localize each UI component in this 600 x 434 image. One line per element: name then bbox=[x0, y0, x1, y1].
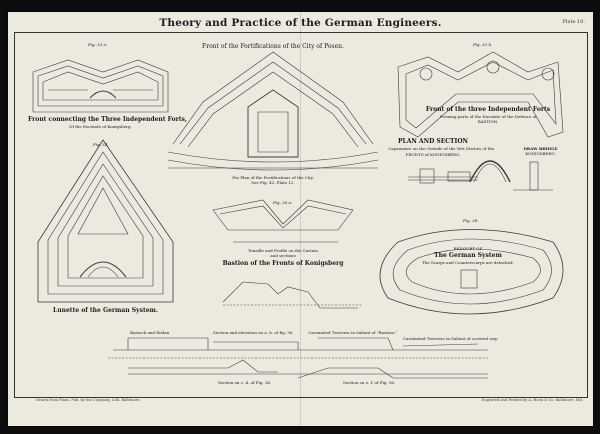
posen-caption: For Plan of the Fortifications of the Ci… bbox=[232, 175, 314, 180]
plate-title: Theory and Practice of the German Engine… bbox=[159, 17, 442, 29]
fig-33a-caption: Front connecting the Three Independent F… bbox=[28, 116, 187, 123]
bottom-section-2: Section on e. f. of Fig. 36. bbox=[343, 380, 396, 385]
fig-36a-caption: Bastion of the Fronts of Konigsberg bbox=[222, 260, 344, 267]
plate-frame bbox=[14, 32, 588, 398]
fig-33a-sub: Of the Enceinte of Konigsberg. bbox=[69, 124, 132, 129]
plate-number: Plate 10. bbox=[562, 19, 585, 25]
posen-front-drawing bbox=[167, 51, 379, 171]
fig-38-label: Fig. 38. bbox=[463, 218, 479, 223]
plan-section-sub2: FRONTS of KONIGSBERG. bbox=[405, 152, 461, 157]
section-label-1: Barrack and Redan. bbox=[130, 330, 171, 335]
fortification-drawings bbox=[32, 51, 564, 379]
fig-38-caption2: The German System bbox=[434, 252, 502, 259]
section-drawings bbox=[108, 337, 488, 379]
map-sheet: Theory and Practice of the German Engine… bbox=[8, 12, 593, 426]
caponniere-drawing bbox=[408, 160, 553, 191]
fig-33a-front-drawing bbox=[32, 59, 169, 113]
fig-34-caption: Lunette of the German System. bbox=[53, 307, 158, 314]
fig-34-label: Fig. 34. bbox=[93, 142, 109, 147]
fig-38-redoubt-drawing bbox=[379, 229, 564, 315]
fig-38-caption: REDOUBT OF bbox=[453, 246, 483, 251]
bottom-section-1: Section on c. d. of Fig. 36. bbox=[218, 380, 272, 385]
posen-title: Front of the Fortifications of the City … bbox=[202, 43, 344, 50]
section-label-3: Casemated Traverse in Salient of "Bastio… bbox=[308, 330, 398, 335]
plan-section-sub: Caponniere on the Outside of the Wet Dit… bbox=[388, 146, 495, 151]
fig-33b-caption: Front of the three Independent Forts bbox=[425, 106, 551, 113]
fig-33b-forts-drawing bbox=[397, 51, 564, 138]
plan-section-title: PLAN AND SECTION bbox=[397, 138, 469, 145]
fold-line bbox=[300, 12, 301, 426]
fig-33b-sub2: BASTION. bbox=[477, 119, 499, 124]
fig-34-lunette-drawing bbox=[37, 139, 174, 303]
fig-36a-label: Fig. 36 a. bbox=[273, 200, 293, 205]
section-label-4: Casemated Traverse in Salient of covered… bbox=[403, 336, 499, 341]
fig-38-sub: The Scarps and Counterscarps are detache… bbox=[422, 260, 514, 265]
draw-bridge-sub: KONIGSBERG. bbox=[525, 151, 556, 156]
fig-36a-bastion-drawing bbox=[212, 199, 363, 309]
fig-36a-pre: Tenaille and Profile on the Curtain bbox=[247, 248, 319, 253]
fig-33a-label: Fig. 33 a. bbox=[88, 42, 108, 47]
footer-right: Engraved and Printed by A. Hoen & Co. Ba… bbox=[481, 398, 583, 402]
draw-bridge-title: DRAW BRIDGE bbox=[523, 146, 558, 151]
posen-sub: See Fig. 42. Plate 12. bbox=[251, 180, 295, 185]
footer-left: Drawn from Plans. Pub. by the Company, L… bbox=[36, 398, 141, 402]
fig-36a-pre2: and sections bbox=[270, 253, 296, 258]
fig-33b-label: Fig. 33 b. bbox=[473, 42, 493, 47]
fig-33b-sub: Forming parts of the Enceinte of the Def… bbox=[439, 114, 537, 119]
section-label-2: Section and elevation on a. b. of fig. 3… bbox=[213, 330, 294, 335]
